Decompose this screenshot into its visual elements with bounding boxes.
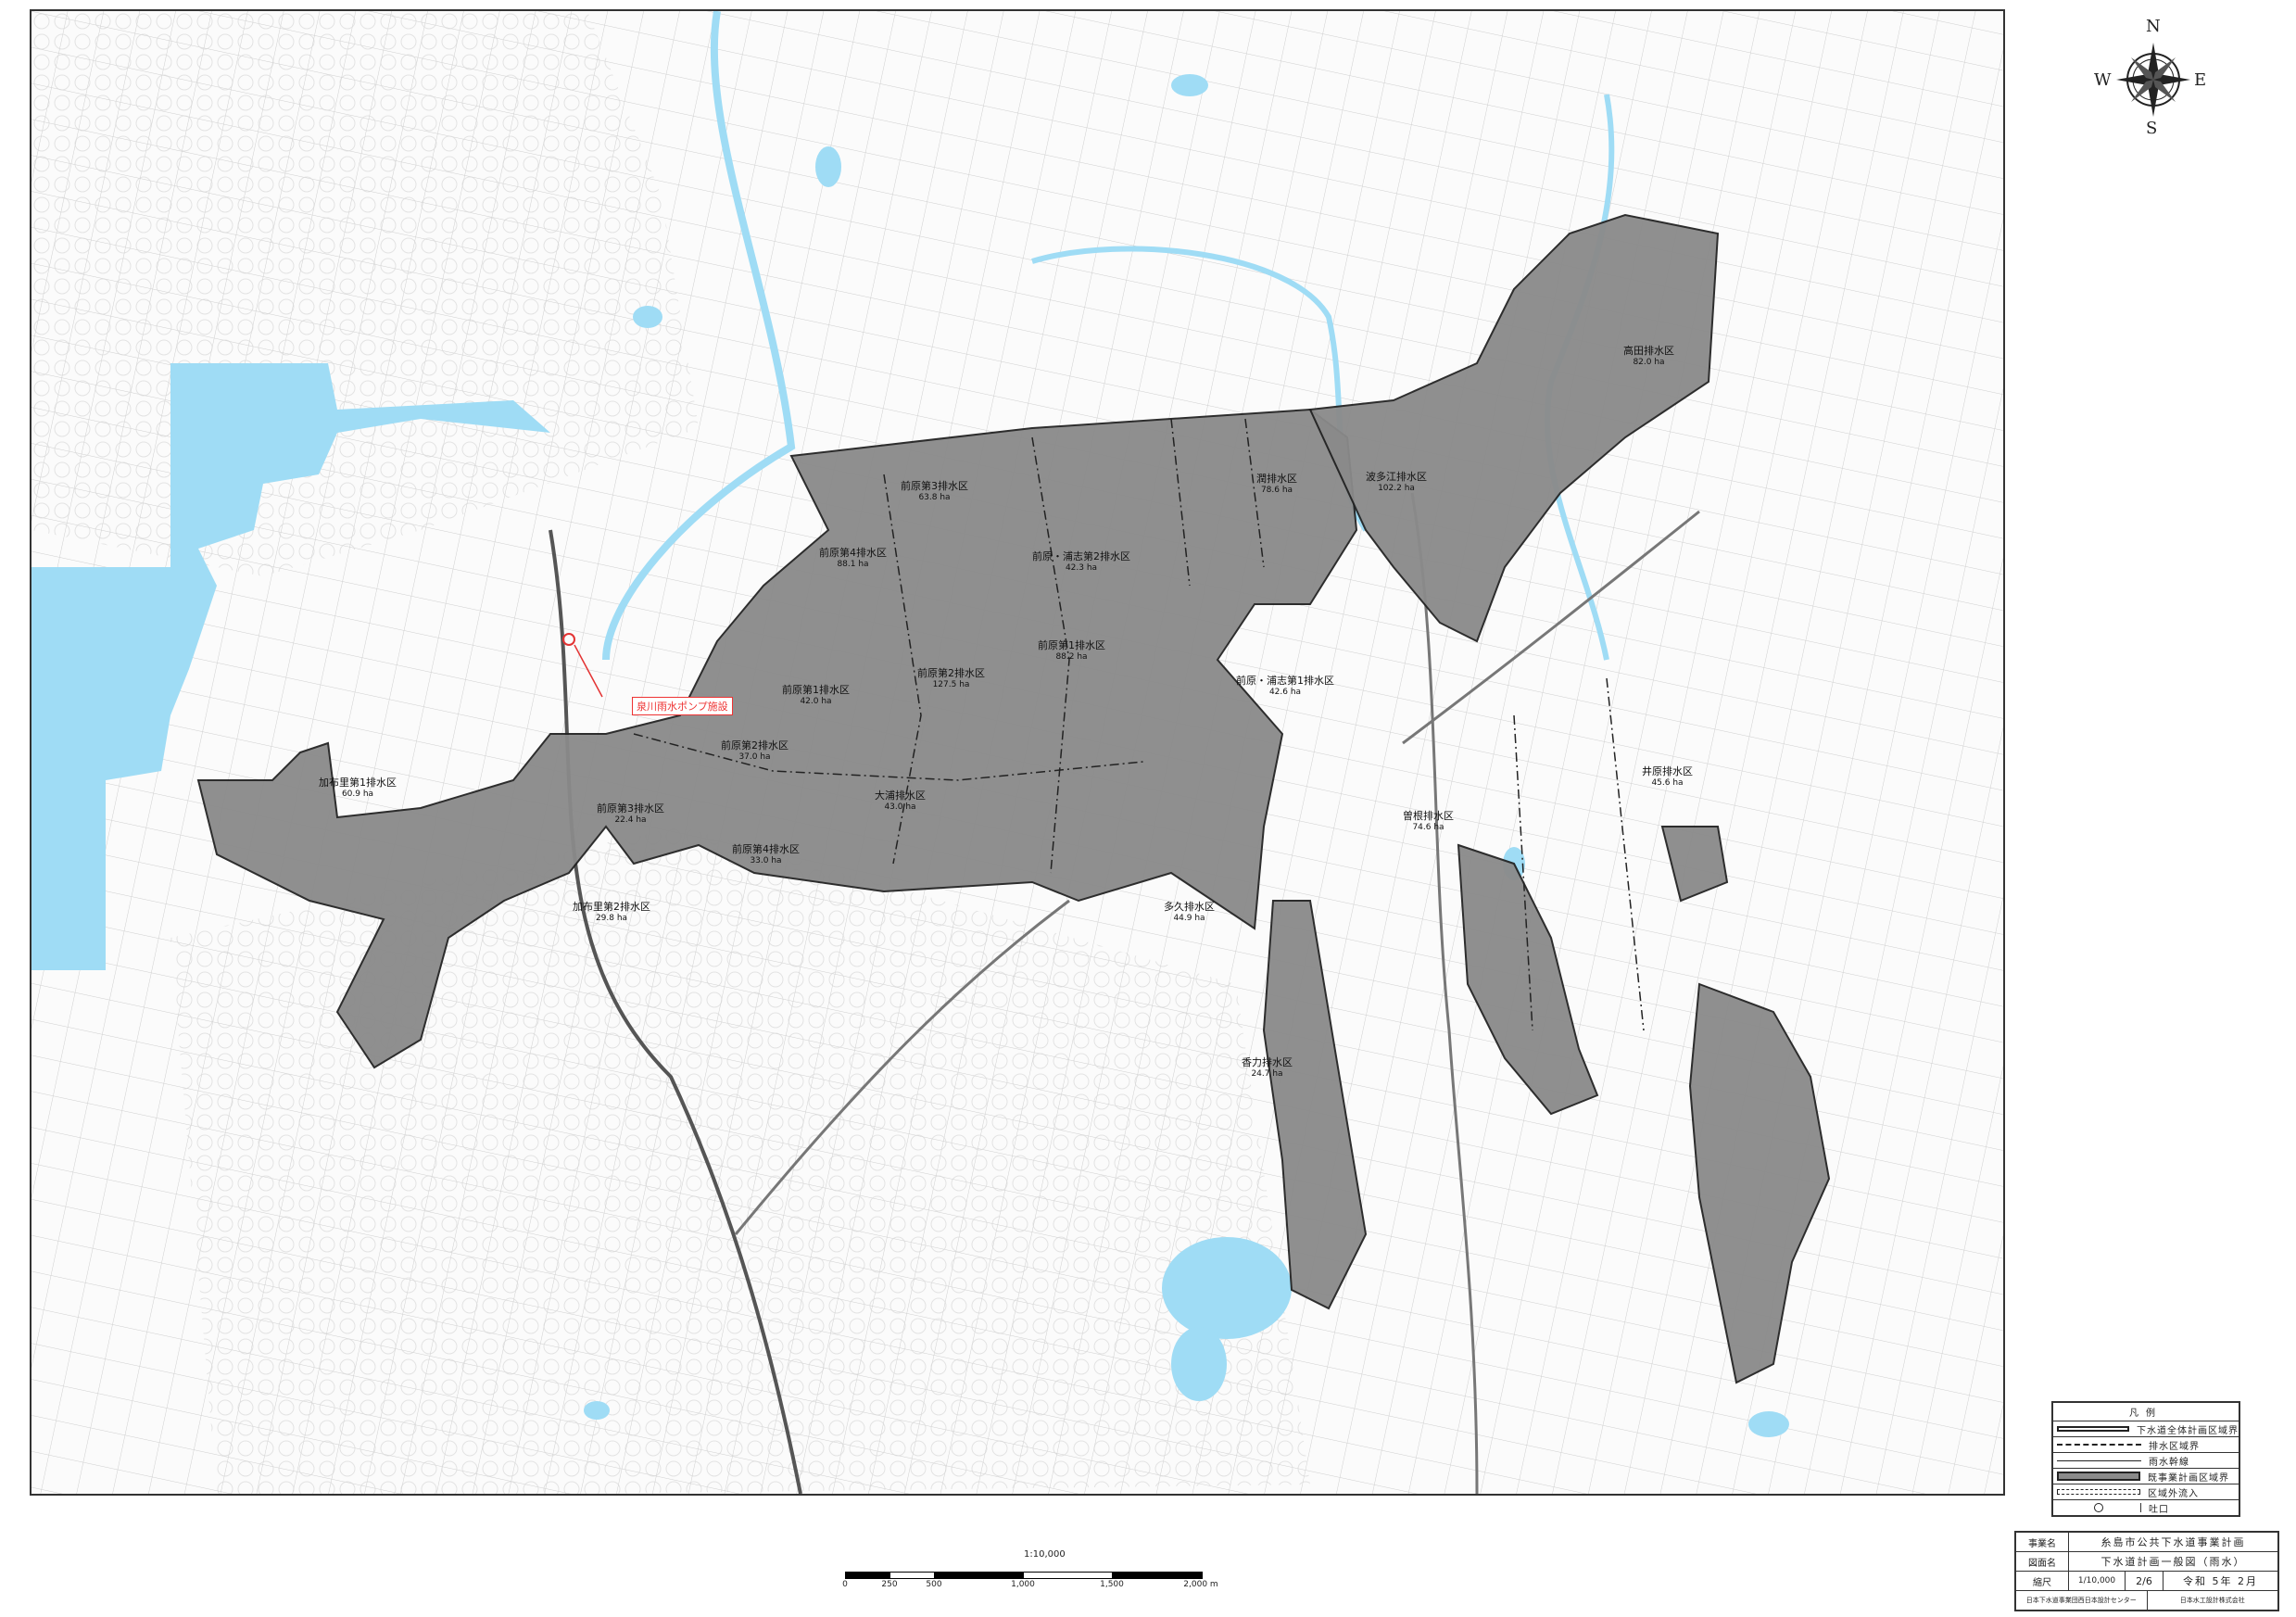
compass-north: N [2146,17,2161,36]
sheet-number: 2/6 [2126,1572,2164,1590]
north-arrow-compass: N S E W [2092,17,2231,139]
pond [584,1401,610,1420]
legend-swatch-dashed [2057,1489,2140,1495]
scale-tick: 1,000 [1011,1580,1035,1589]
pump-station-marker [562,633,575,646]
issue-date: 令和 5年 2月 [2183,1575,2258,1587]
title-row-project: 事業名 糸島市公共下水道事業計画 [2016,1533,2277,1552]
project-name: 糸島市公共下水道事業計画 [2100,1536,2246,1548]
company-name: 日本水工設計株式会社 [2179,1597,2245,1604]
road [734,899,1070,1235]
legend-outlet-icon [2057,1503,2141,1512]
hill-area-south [170,827,1310,1494]
project-key: 事業名 [2016,1533,2069,1551]
pond [1162,1237,1292,1339]
pond [1748,1411,1789,1437]
road [549,529,802,1494]
legend-item-drainage-boundary: 排水区域界 [2053,1437,2239,1453]
map-legend: 凡例 下水道全体計画区域界 排水区域界 雨水幹線 既事業計画区域界 区域外流入 … [2051,1401,2240,1517]
legend-swatch-thick [2057,1426,2129,1432]
compass-south: S [2146,119,2158,138]
scale-tick: 0 [842,1580,848,1589]
sea [32,363,550,970]
legend-title: 凡例 [2053,1403,2239,1421]
legend-item-plan-boundary: 下水道全体計画区域界 [2053,1421,2239,1437]
scale-tick: 2,000 m [1183,1580,1218,1589]
compass-east: E [2194,70,2207,90]
title-row-drawing: 図面名 下水道計画一般図（雨水） [2016,1552,2277,1572]
map-canvas [32,11,2003,1494]
scale-tick: 1,500 [1100,1580,1124,1589]
pump-leader-line [574,644,603,698]
office-name: 日本下水道事業団西日本設計センター [2016,1591,2148,1610]
drawing-key: 図面名 [2016,1552,2069,1571]
scale-ratio: 1:10,000 [1024,1549,1066,1560]
title-row-org: 日本下水道事業団西日本設計センター 日本水工設計株式会社 [2016,1591,2277,1610]
scale-segment [845,1572,891,1579]
road [1410,492,1479,1494]
district-block [1457,843,1599,1116]
scale-bar: 1:10,000 0 250 500 1,000 1,500 2,000 m [834,1549,1260,1596]
pond [815,146,841,187]
drawing-name: 下水道計画一般図（雨水） [2100,1556,2246,1568]
legend-swatch-arrow [2057,1459,2141,1461]
scale-value: 1/10,000 [2069,1572,2126,1590]
legend-item-outside-inflow: 区域外流入 [2053,1484,2239,1500]
road [1402,510,1700,745]
district-block [1688,982,1831,1384]
district-block [196,408,1358,1069]
district-block [1308,213,1720,643]
legend-swatch-dashdot [2057,1444,2141,1446]
scale-tick: 250 [881,1580,898,1589]
pump-station-label[interactable]: 泉川雨水ポンプ施設 [632,697,733,715]
title-block: 事業名 糸島市公共下水道事業計画 図面名 下水道計画一般図（雨水） 縮尺 1/1… [2014,1531,2279,1611]
legend-swatch-fill [2057,1472,2140,1481]
pond [1171,74,1208,96]
scale-segment [1112,1572,1203,1579]
pond [633,306,662,328]
pond [1171,1327,1227,1401]
title-row-meta: 縮尺 1/10,000 2/6 令和 5年 2月 [2016,1572,2277,1591]
district-block [1660,826,1729,903]
legend-item-existing-plan: 既事業計画区域界 [2053,1469,2239,1484]
compass-rose-icon [2116,43,2190,117]
scale-tick: 500 [926,1580,942,1589]
scale-key: 縮尺 [2016,1572,2069,1590]
scale-segment [1023,1572,1114,1579]
scale-segment [934,1572,1025,1579]
district-block [1262,900,1368,1310]
legend-item-outlet: 吐口 [2053,1500,2239,1515]
river [602,11,796,661]
scale-segment [889,1572,936,1579]
legend-item-trunk-sewer: 雨水幹線 [2053,1453,2239,1469]
compass-west: W [2094,70,2112,90]
